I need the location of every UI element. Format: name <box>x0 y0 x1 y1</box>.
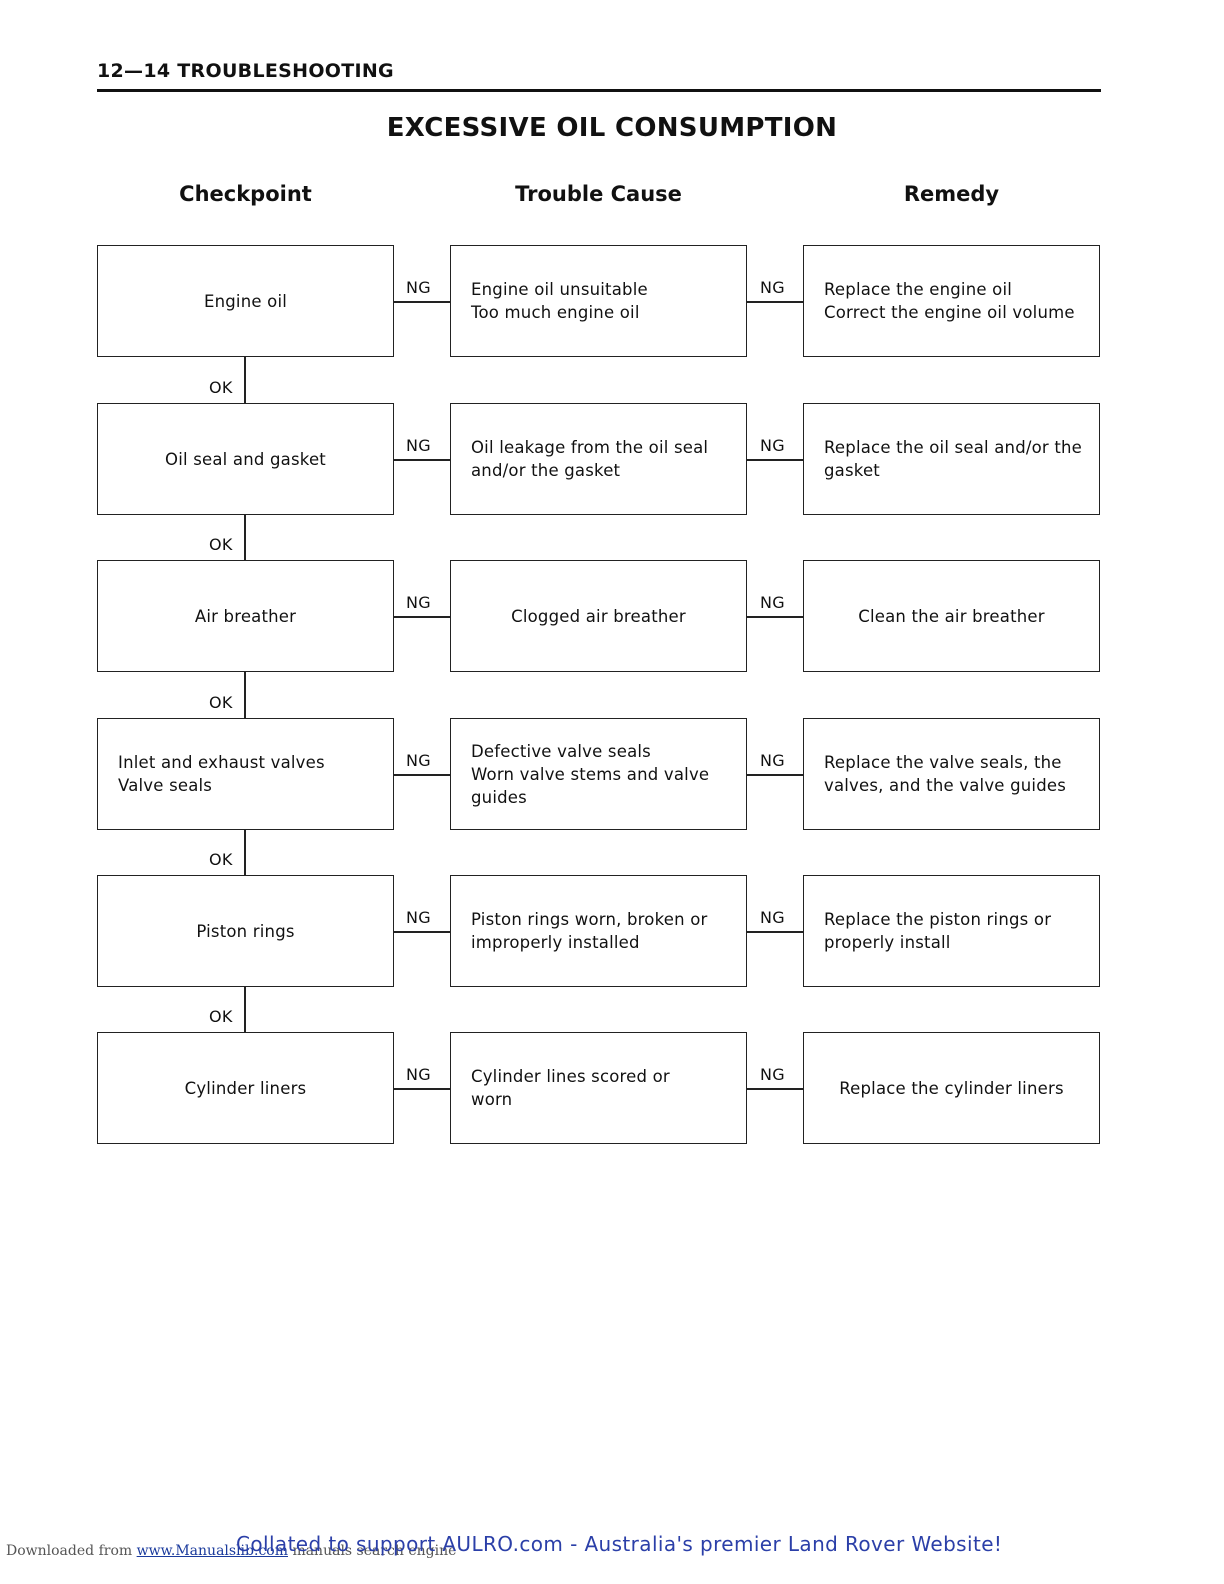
cause-text: Oil leakage from the oil seal and/or the… <box>471 438 709 480</box>
checkpoint-box: Cylinder liners <box>97 1032 394 1144</box>
ng-label: NG <box>406 751 431 770</box>
ng-connector-line <box>747 459 803 461</box>
ok-label: OK <box>209 1007 233 1026</box>
ng-label: NG <box>760 908 785 927</box>
ng-connector-line <box>747 301 803 303</box>
checkpoint-box: Inlet and exhaust valves Valve seals <box>97 718 394 830</box>
column-header-checkpoint: Checkpoint <box>179 182 312 206</box>
cause-text: Engine oil unsuitable Too much engine oi… <box>471 280 648 322</box>
checkpoint-box: Piston rings <box>97 875 394 987</box>
checkpoint-text: Engine oil <box>203 291 288 311</box>
ng-connector-line <box>394 301 450 303</box>
ng-label: NG <box>406 278 431 297</box>
ok-connector-line <box>244 357 246 403</box>
ng-label: NG <box>406 908 431 927</box>
remedy-box: Replace the valve seals, the valves, and… <box>803 718 1100 830</box>
ng-label: NG <box>760 436 785 455</box>
ok-label: OK <box>209 850 233 869</box>
section-header: 12—14 TROUBLESHOOTING <box>97 60 394 82</box>
ng-label: NG <box>406 1065 431 1084</box>
ng-connector-line <box>394 459 450 461</box>
checkpoint-box: Air breather <box>97 560 394 672</box>
remedy-text: Replace the oil seal and/or the gasket <box>824 438 1083 480</box>
remedy-text: Replace the cylinder liners <box>839 1078 1064 1098</box>
remedy-box: Replace the cylinder liners <box>803 1032 1100 1144</box>
download-suffix: manuals search engine <box>292 1543 457 1559</box>
remedy-text: Clean the air breather <box>858 606 1045 626</box>
ok-label: OK <box>209 535 233 554</box>
cause-box: Defective valve seals Worn valve stems a… <box>450 718 747 830</box>
page-title: EXCESSIVE OIL CONSUMPTION <box>386 113 838 143</box>
ng-connector-line <box>394 931 450 933</box>
footer: Downloaded from www.Manualslib.com manua… <box>6 1532 1206 1572</box>
column-header-trouble-cause: Trouble Cause <box>515 182 682 206</box>
column-header-remedy: Remedy <box>903 182 1000 206</box>
manualslib-link[interactable]: www.Manualslib.com <box>136 1543 288 1559</box>
ng-label: NG <box>406 593 431 612</box>
ng-connector-line <box>394 774 450 776</box>
ok-connector-line <box>244 987 246 1032</box>
ng-label: NG <box>760 593 785 612</box>
checkpoint-text: Cylinder liners <box>184 1078 307 1098</box>
ng-label: NG <box>760 1065 785 1084</box>
checkpoint-text: Inlet and exhaust valves Valve seals <box>118 753 325 795</box>
ok-label: OK <box>209 693 233 712</box>
cause-box: Cylinder lines scored or worn <box>450 1032 747 1144</box>
ng-connector-line <box>747 1088 803 1090</box>
cause-box: Engine oil unsuitable Too much engine oi… <box>450 245 747 357</box>
download-prefix: Downloaded from <box>6 1543 133 1559</box>
ok-connector-line <box>244 515 246 560</box>
checkpoint-box: Engine oil <box>97 245 394 357</box>
remedy-box: Replace the oil seal and/or the gasket <box>803 403 1100 515</box>
ng-connector-line <box>394 616 450 618</box>
collated-note: Collated to support AULRO.com - Australi… <box>236 1532 1003 1556</box>
ng-connector-line <box>394 1088 450 1090</box>
download-note: Downloaded from www.Manualslib.com manua… <box>6 1543 456 1559</box>
ng-label: NG <box>760 278 785 297</box>
cause-text: Cylinder lines scored or worn <box>471 1067 670 1109</box>
ng-label: NG <box>760 751 785 770</box>
ng-label: NG <box>406 436 431 455</box>
checkpoint-text: Piston rings <box>196 921 295 941</box>
cause-box: Oil leakage from the oil seal and/or the… <box>450 403 747 515</box>
cause-text: Piston rings worn, broken or improperly … <box>471 910 708 952</box>
ng-connector-line <box>747 931 803 933</box>
remedy-box: Replace the engine oil Correct the engin… <box>803 245 1100 357</box>
cause-text: Clogged air breather <box>511 606 686 626</box>
ok-label: OK <box>209 378 233 397</box>
remedy-text: Replace the engine oil Correct the engin… <box>824 280 1075 322</box>
header-rule <box>97 89 1101 92</box>
cause-box: Piston rings worn, broken or improperly … <box>450 875 747 987</box>
ok-connector-line <box>244 672 246 718</box>
ng-connector-line <box>747 616 803 618</box>
remedy-box: Replace the piston rings or properly ins… <box>803 875 1100 987</box>
checkpoint-box: Oil seal and gasket <box>97 403 394 515</box>
remedy-text: Replace the valve seals, the valves, and… <box>824 753 1067 795</box>
ng-connector-line <box>747 774 803 776</box>
checkpoint-text: Air breather <box>194 606 297 626</box>
remedy-box: Clean the air breather <box>803 560 1100 672</box>
ok-connector-line <box>244 830 246 875</box>
cause-text: Defective valve seals Worn valve stems a… <box>471 741 710 807</box>
cause-box: Clogged air breather <box>450 560 747 672</box>
checkpoint-text: Oil seal and gasket <box>165 449 326 469</box>
remedy-text: Replace the piston rings or properly ins… <box>824 910 1052 952</box>
